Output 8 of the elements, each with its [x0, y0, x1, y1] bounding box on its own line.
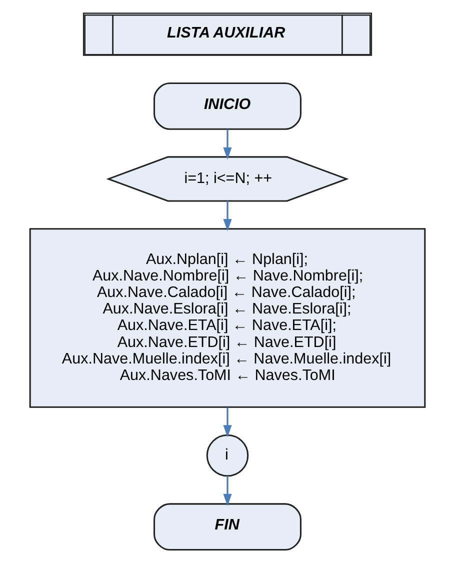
arrow: [222, 476, 232, 506]
arrow: [222, 200, 232, 232]
node-box: FIN: [153, 503, 301, 551]
node-box: Aux.Nplan[i] ← Nplan[i]; Aux.Nave.Nombre[i] ← Nave.Nombre[i]; Aux.Nave.Calado[i] ← Nave.Calado[i]; Aux.Nave.Eslora[i] ← Nave.Eslora[i]; Aux.Nave.ETA[i] ← Nave.ETA[i]; Aux.Nave.ETD[i] ← Nave.ETD[i] Aux.Nave.Muelle.index[i] ← Nave.Muelle.index[i] Aux.Naves.ToMI ← Naves.ToMI: [28, 228, 426, 408]
node-circle: i: [206, 434, 248, 477]
arrow: [222, 407, 232, 438]
arrow: [222, 129, 232, 160]
node-box: INICIO: [153, 82, 301, 130]
